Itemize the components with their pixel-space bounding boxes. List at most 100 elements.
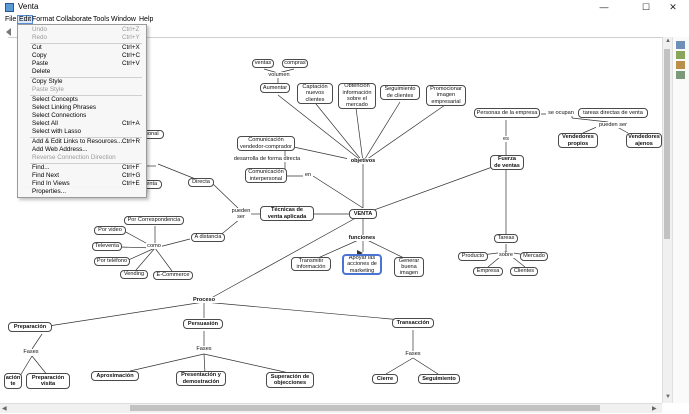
menu-edit[interactable]: Edit	[17, 15, 34, 24]
concept-generar[interactable]: Generar buena imagen	[394, 257, 424, 277]
concept-aproximacion[interactable]: Aproximación	[91, 371, 139, 381]
minimize-button[interactable]: —	[599, 2, 609, 12]
maximize-button[interactable]: ☐	[641, 2, 651, 12]
concept-compras[interactable]: compras	[282, 59, 308, 68]
concept-a-distancia[interactable]: A distancia	[191, 233, 225, 242]
link-objetivos[interactable]: objetivos	[347, 158, 379, 165]
vertical-scrollbar[interactable]: ▲ ▼	[662, 37, 672, 403]
menu-item-add-edit-links[interactable]: Add & Edit Links to Resources...Ctrl+R	[32, 138, 141, 145]
menu-file[interactable]: File	[5, 16, 17, 23]
concept-tecnicas[interactable]: Técnicas de venta aplicada	[260, 206, 314, 221]
menu-item-paste-style[interactable]: Paste Style	[32, 86, 64, 93]
menu-item-add-web-address[interactable]: Add Web Address...	[32, 146, 88, 153]
menu-format[interactable]: Format	[32, 16, 55, 23]
tool-icon-4[interactable]	[676, 71, 685, 79]
concept-televenta[interactable]: Televenta	[92, 242, 122, 251]
tool-icon-1[interactable]	[676, 41, 685, 49]
concept-comunicacion-interpersonal[interactable]: Comunicación interpersonal	[245, 168, 287, 183]
concept-captacion[interactable]: Captación nuevos clientes	[297, 83, 333, 104]
concept-tareas[interactable]: Tareas	[494, 234, 518, 243]
link-pueden-ser[interactable]: pueden ser	[231, 208, 251, 221]
concept-persuasion[interactable]: Persuasión	[183, 319, 223, 329]
menu-item-select-linking-phrases[interactable]: Select Linking Phrases	[32, 104, 97, 111]
horizontal-scroll-thumb[interactable]	[130, 405, 600, 411]
concept-promocionar[interactable]: Promocionar imagen empresarial	[426, 85, 466, 106]
menu-item-properties[interactable]: Properties...	[17, 188, 147, 198]
link-en[interactable]: en	[303, 172, 313, 179]
concept-por-telefono[interactable]: Por teléfono	[94, 257, 130, 266]
concept-seguimiento[interactable]: Seguimiento	[418, 374, 460, 384]
link-sobre[interactable]: sobre	[498, 252, 514, 259]
concept-preparacion[interactable]: Preparación	[8, 322, 52, 332]
concept-cierre[interactable]: Cierre	[372, 374, 398, 384]
scroll-right-icon[interactable]: ▶	[652, 406, 657, 412]
concept-ecommerce[interactable]: E-Commerce	[153, 271, 193, 280]
concept-fuerza-de-ventas[interactable]: Fuerza de ventas	[490, 155, 524, 170]
link-funciones[interactable]: funciones	[345, 235, 379, 242]
menu-help[interactable]: Help	[139, 16, 154, 23]
concept-preparacion-visita[interactable]: Preparación visita	[26, 373, 70, 389]
menu-collaborate[interactable]: Collaborate	[56, 16, 92, 23]
concept-superacion[interactable]: Superación de objecciones	[266, 372, 314, 388]
menu-item-reverse-connection[interactable]: Reverse Connection Direction	[32, 154, 116, 161]
link-se-ocupan[interactable]: se ocupan	[546, 110, 576, 117]
vertical-scroll-thumb[interactable]	[664, 49, 670, 239]
link-fases-1[interactable]: Fases	[20, 349, 42, 356]
link-volumen[interactable]: volumen	[266, 72, 292, 79]
back-arrow-icon[interactable]	[4, 27, 24, 38]
concept-apoyar[interactable]: Apoyar las acciones de marketing	[342, 254, 382, 275]
scroll-up-icon[interactable]: ▲	[665, 38, 671, 44]
concept-personas-empresa[interactable]: Personas de la empresa	[474, 108, 540, 118]
link-desarrolla[interactable]: desarrolla de forma directa	[230, 156, 304, 163]
concept-tareas-directas[interactable]: tareas directas de venta	[578, 108, 648, 118]
link-proceso[interactable]: Proceso	[188, 297, 220, 304]
menu-item-find[interactable]: Find...Ctrl+F	[32, 164, 140, 171]
menu-tools[interactable]: Tools	[93, 16, 110, 23]
concept-transmitir[interactable]: Transmitir información	[291, 257, 331, 271]
menu-item-select-concepts[interactable]: Select Concepts	[32, 96, 78, 103]
concept-aumentar[interactable]: Aumentar	[260, 83, 290, 93]
concept-por-video[interactable]: Por video	[94, 226, 126, 235]
link-pueden-ser-2[interactable]: pueden ser	[596, 122, 630, 129]
concept-producto[interactable]: Producto	[458, 252, 488, 261]
concept-empresa[interactable]: Empresa	[473, 267, 503, 276]
concept-venta[interactable]: VENTA	[349, 209, 377, 219]
concept-directa[interactable]: Directa	[188, 178, 214, 187]
menu-item-select-connections[interactable]: Select Connections	[32, 112, 87, 119]
link-como[interactable]: como	[146, 243, 162, 250]
menu-item-copy-style[interactable]: Copy Style	[32, 78, 63, 85]
concept-mercado[interactable]: Mercado	[520, 252, 548, 261]
concept-seguimiento-clientes[interactable]: Seguimiento de clientes	[380, 85, 420, 100]
scroll-left-icon[interactable]: ◀	[2, 406, 7, 412]
concept-transaccion[interactable]: Transacción	[392, 318, 434, 328]
menu-item-select-with-lasso[interactable]: Select with Lasso	[32, 128, 82, 135]
concept-por-correspondencia[interactable]: Por Correspondencia	[124, 216, 184, 225]
menu-item-delete[interactable]: Delete	[32, 68, 51, 75]
menu-window[interactable]: Window	[111, 16, 136, 23]
tool-icon-2[interactable]	[676, 51, 685, 59]
concept-ficacion-partial[interactable]: ación te	[4, 373, 22, 389]
concept-vending[interactable]: Vending	[120, 270, 148, 279]
link-fases-2[interactable]: Fases	[193, 346, 215, 353]
concept-comunicacion-vendedor-comprador[interactable]: Comunicación vendedor-comprador	[237, 136, 295, 151]
link-es[interactable]: es	[501, 136, 511, 143]
concept-ventas[interactable]: ventas	[252, 59, 274, 68]
concept-presentacion[interactable]: Presentación y demostración	[176, 371, 226, 386]
tool-icon-3[interactable]	[676, 61, 685, 69]
concept-vendedores-propios[interactable]: Vendedores propios	[558, 133, 598, 148]
scroll-down-icon[interactable]: ▼	[665, 394, 671, 400]
concept-clientes[interactable]: Clientes	[510, 267, 538, 276]
close-button[interactable]: ✕	[669, 2, 677, 12]
concept-vendedores-ajenos[interactable]: Vendedores ajenos	[626, 133, 662, 148]
horizontal-scrollbar[interactable]: ◀ ▶	[0, 403, 662, 413]
concept-obtencion[interactable]: Obtención información sobre el mercado	[338, 83, 376, 109]
link-fases-3[interactable]: Fases	[402, 351, 424, 358]
